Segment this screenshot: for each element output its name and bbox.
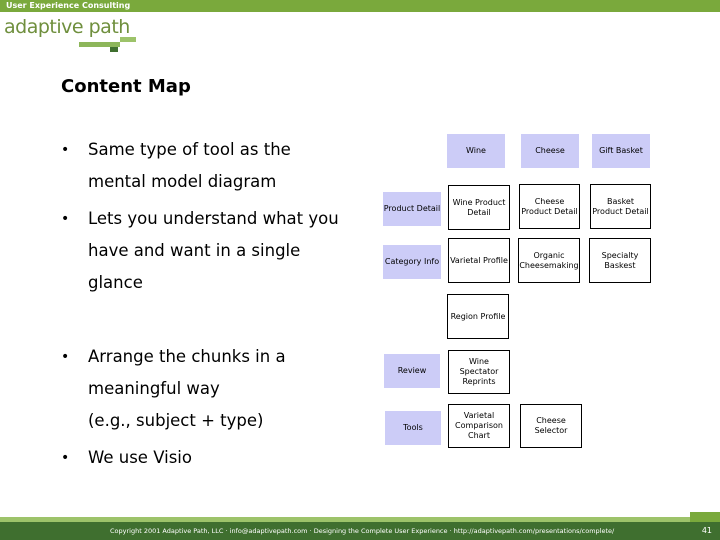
row-header-tools: Tools (385, 411, 441, 445)
cell-varietal-comparison-chart: Varietal Comparison Chart (448, 404, 510, 448)
footer-stripe (0, 517, 690, 522)
footer: Copyright 2001 Adaptive Path, LLC · info… (0, 522, 720, 540)
logo-mark (110, 47, 118, 52)
row-header-category-info: Category Info (383, 245, 441, 279)
logo-mark (79, 42, 104, 47)
top-banner: User Experience Consulting (0, 0, 720, 12)
logo: adaptive path (4, 16, 130, 38)
logo-mark (120, 37, 136, 42)
logo-mark (104, 42, 120, 47)
footer-text: Copyright 2001 Adaptive Path, LLC · info… (110, 527, 615, 535)
logo-text: adaptive path (4, 16, 130, 38)
footer-accent (690, 512, 720, 522)
cell-wine-spectator-reprints: Wine Spectator Reprints (448, 350, 510, 394)
cell-organic-cheesemaking: Organic Cheesemaking (518, 238, 580, 283)
column-header-wine: Wine (447, 134, 505, 168)
cell-cheese-product-detail: Cheese Product Detail (519, 184, 580, 229)
cell-cheese-selector: Cheese Selector (520, 404, 582, 448)
bullet-4: •We use Visio (61, 448, 192, 467)
cell-specialty-basket: Specialty Baskest (589, 238, 651, 283)
tagline: User Experience Consulting (6, 1, 131, 10)
cell-wine-product-detail: Wine Product Detail (448, 185, 510, 230)
cell-varietal-profile: Varietal Profile (448, 238, 510, 283)
page-number: 41 (701, 526, 712, 535)
row-header-review: Review (384, 354, 440, 388)
column-header-gift-basket: Gift Basket (592, 134, 650, 168)
cell-region-profile: Region Profile (447, 294, 509, 339)
cell-basket-product-detail: Basket Product Detail (590, 184, 651, 229)
row-header-product-detail: Product Detail (383, 192, 441, 226)
column-header-cheese: Cheese (521, 134, 579, 168)
slide-title: Content Map (61, 76, 191, 97)
